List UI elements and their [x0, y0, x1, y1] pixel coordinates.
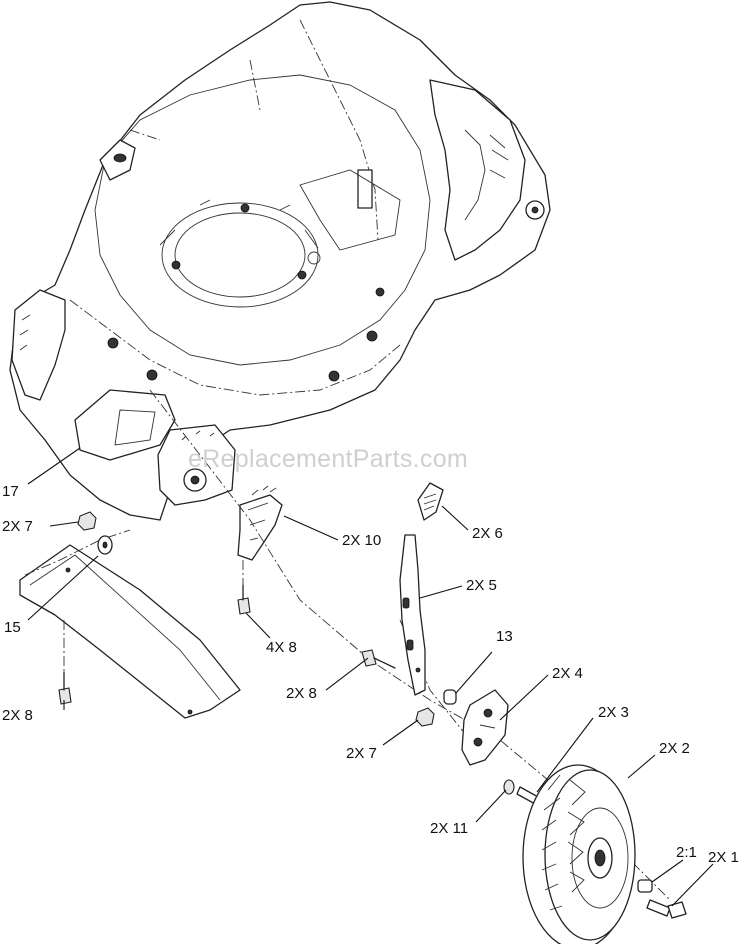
callout-2x3: 2X 3 [598, 704, 629, 721]
watermark-text: eReplacementParts.com [188, 445, 469, 473]
callout-2x7-right: 2X 7 [346, 745, 377, 762]
wheel [522, 764, 636, 949]
callout-2x4: 2X 4 [552, 665, 583, 682]
callout-2x6: 2X 6 [472, 525, 503, 542]
height-adjust-plate [237, 485, 283, 561]
wheel-washer [503, 779, 515, 795]
deck-baffle [19, 529, 241, 719]
callout-13: 13 [496, 628, 513, 645]
leader-lines [27, 447, 714, 907]
callout-4x8: 4X 8 [266, 639, 297, 656]
callout-2x8-left: 2X 8 [2, 707, 33, 724]
mower-deck-housing [9, 1, 551, 521]
right-fasteners [361, 649, 457, 727]
callout-2x11: 2X 11 [430, 820, 469, 837]
callout-2x1: 2X 1 [708, 849, 739, 866]
left-fasteners [58, 511, 251, 705]
wheel-bracket [461, 689, 509, 766]
callout-2x2: 2X 2 [659, 740, 690, 757]
callout-2x5: 2X 5 [466, 577, 497, 594]
callout-2x7-left: 2X 7 [2, 518, 33, 535]
callout-17: 17 [2, 483, 19, 500]
callout-2-1: 2:1 [676, 844, 697, 861]
callout-15: 15 [4, 619, 21, 636]
lever-knob [417, 482, 444, 521]
callout-2x10: 2X 10 [342, 532, 382, 549]
callout-2x8-right: 2X 8 [286, 685, 317, 702]
height-adjust-lever [399, 534, 426, 696]
